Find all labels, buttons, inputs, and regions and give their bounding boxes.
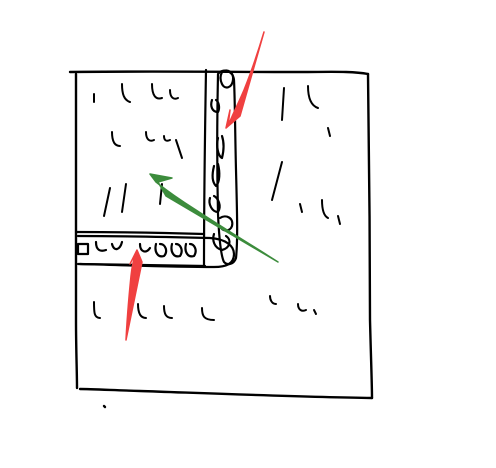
- scribble: [307, 85, 319, 109]
- scribble: [281, 87, 285, 121]
- vertical-scrollbar-thumb-1: [219, 69, 235, 89]
- scribble: [93, 301, 101, 319]
- right-panel: [271, 85, 341, 225]
- scribble: [313, 309, 317, 315]
- arrow-to-horizontal-scrollbar: [125, 249, 143, 341]
- horizontal-scrollbar-track[interactable]: [76, 234, 236, 269]
- arrow-to-vertical-scrollbar: [225, 31, 265, 129]
- scribble: [145, 131, 155, 142]
- outer-frame: [68, 70, 374, 409]
- stray-dot: [102, 404, 107, 409]
- horizontal-scrollbar-thumb-5: [170, 242, 183, 258]
- scribble: [121, 83, 131, 103]
- top-left-panel: [93, 83, 183, 217]
- scribble: [327, 127, 331, 137]
- horizontal-scrollbar-thumb-6: [184, 242, 197, 258]
- vertical-scrollbar-thumb-5: [208, 194, 221, 214]
- scribble: [175, 139, 183, 159]
- scribble: [121, 183, 127, 213]
- horizontal-scrollbar[interactable]: [76, 234, 236, 269]
- scribble: [163, 305, 173, 319]
- scribble: [137, 303, 147, 319]
- outer-frame-right-edge: [366, 72, 374, 400]
- horizontal-scrollbar-start-box: [76, 242, 90, 256]
- scribble: [271, 161, 283, 201]
- scribble: [299, 203, 303, 213]
- scribble: [103, 187, 111, 217]
- vertical-scrollbar-thumb-3: [216, 134, 225, 160]
- horizontal-scrollbar-thumb-1: [94, 240, 108, 252]
- horizontal-scrollbar-thumb-2: [110, 240, 124, 251]
- outer-frame-top-edge: [68, 70, 370, 76]
- pane-vertical-divider: [202, 68, 208, 268]
- scribble: [297, 303, 307, 312]
- horizontal-scrollbar-thumb-4: [154, 242, 168, 258]
- bottom-panel: [93, 295, 317, 321]
- outer-frame-bottom-edge: [78, 387, 374, 400]
- outer-frame-left-edge: [74, 72, 79, 390]
- vertical-scrollbar-thumb-2: [210, 98, 221, 114]
- scribble: [337, 215, 341, 225]
- vertical-scrollbar-thumb-7: [212, 232, 231, 252]
- arrow-to-main-panel: [149, 173, 279, 263]
- scribble: [151, 83, 163, 100]
- horizontal-scrollbar-thumb-3: [138, 242, 152, 253]
- scribble: [163, 135, 171, 142]
- scribble: [321, 199, 329, 219]
- vertical-scrollbar[interactable]: [208, 69, 239, 266]
- scribble: [111, 131, 121, 147]
- pane-horizontal-divider: [74, 230, 206, 236]
- pointer-arrows: [125, 31, 279, 341]
- scribble: [169, 89, 179, 100]
- scribble: [269, 295, 277, 305]
- vertical-scrollbar-thumb-4: [211, 162, 221, 188]
- scribble: [201, 307, 215, 321]
- vertical-scrollbar-track[interactable]: [216, 69, 239, 266]
